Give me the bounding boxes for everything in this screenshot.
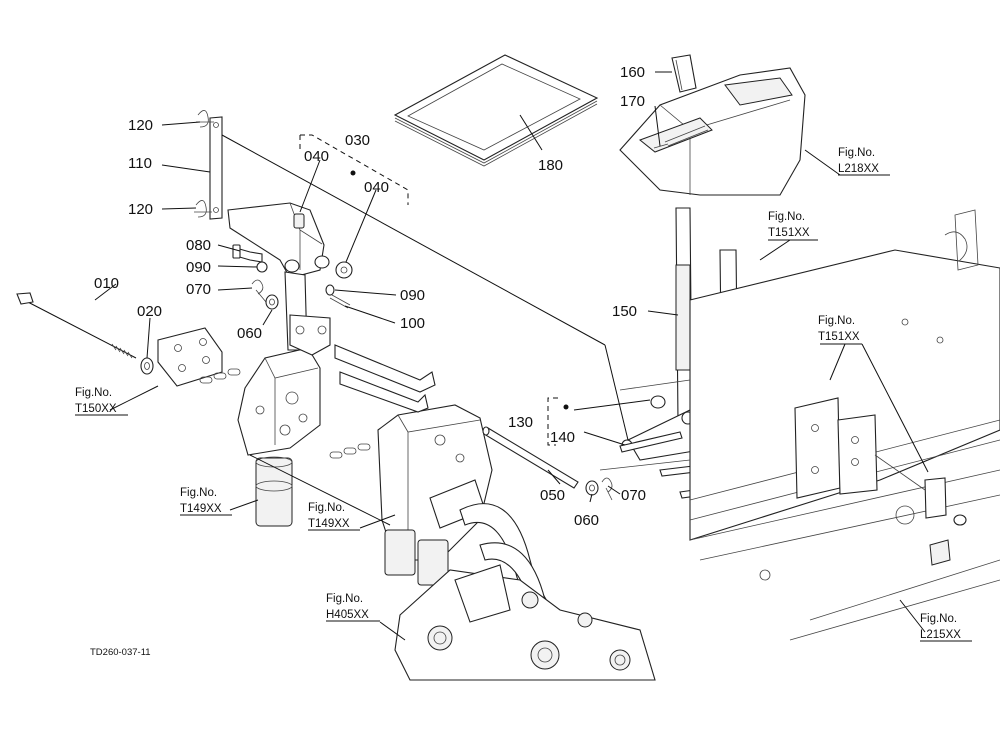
fig-ref-h405: Fig.No. H405XX: [326, 593, 380, 622]
svg-text:Fig.No.: Fig.No.: [326, 593, 363, 605]
svg-text:Fig.No.: Fig.No.: [308, 502, 345, 514]
svg-text:T149XX: T149XX: [308, 518, 350, 530]
fig-ref-t151-b: Fig.No. T151XX: [818, 315, 860, 343]
svg-text:T151XX: T151XX: [818, 331, 860, 343]
callout-060-b: 060: [574, 512, 599, 529]
bushings-040: [335, 261, 353, 279]
fig-ref-t149-b: Fig.No. T149XX: [308, 502, 360, 531]
callout-130: 130: [508, 414, 533, 431]
operators-manual-180: [393, 54, 599, 167]
callout-070-a: 070: [186, 281, 211, 298]
callout-090-a: 090: [186, 259, 211, 276]
callout-150: 150: [612, 303, 637, 320]
clips-120: [194, 110, 214, 218]
callout-090-b: 090: [400, 287, 425, 304]
group-bracket-130: [547, 397, 558, 446]
group-dot-030: [350, 170, 356, 176]
fig-ref-t151-a: Fig.No. T151XX: [768, 211, 818, 241]
washer-020: [140, 357, 154, 375]
lever-guide-panel-l218: [619, 67, 806, 196]
svg-text:Fig.No.: Fig.No.: [75, 387, 112, 399]
callout-110: 110: [128, 155, 152, 172]
washer-060-left: [265, 294, 279, 310]
cover-plate-t150: [157, 327, 223, 387]
drawing-code: TD260-037-11: [90, 647, 151, 658]
clip-070-left: [251, 279, 267, 303]
gear-indicator-170: [653, 143, 669, 149]
bracket-t151: [794, 397, 967, 526]
group-bracket-030: [299, 134, 409, 205]
frame-l215: [599, 209, 1000, 641]
svg-text:H405XX: H405XX: [326, 609, 369, 621]
svg-text:T150XX: T150XX: [75, 403, 117, 415]
lever-arm-030: [227, 202, 331, 356]
bolt-080: [232, 244, 263, 263]
long-bolt-010: [16, 292, 137, 359]
callout-050: 050: [540, 487, 565, 504]
callout-170: 170: [620, 93, 645, 110]
group-dot-130: [563, 404, 569, 410]
callout-020: 020: [137, 303, 162, 320]
callout-070-b: 070: [621, 487, 646, 504]
connecting-rod-100-link: [334, 344, 436, 413]
o-rings: [199, 368, 371, 459]
svg-text:T151XX: T151XX: [768, 227, 810, 239]
fig-ref-t149-a: Fig.No. T149XX: [180, 487, 232, 516]
link-rod-110: [209, 116, 223, 220]
leader-lines: [94, 71, 929, 641]
pin-100: [329, 294, 351, 309]
figure-references: Fig.No. T150XX Fig.No. T149XX Fig.No. T1…: [75, 147, 972, 642]
svg-text:Fig.No.: Fig.No.: [920, 613, 957, 625]
callout-060-a: 060: [237, 325, 262, 342]
valve-body-left: [237, 347, 321, 527]
callout-160: 160: [620, 64, 645, 81]
fig-ref-l215: Fig.No. L215XX: [920, 613, 972, 642]
control-valve-housing-h405: [394, 564, 656, 681]
callout-180: 180: [538, 157, 563, 174]
callout-100: 100: [400, 315, 425, 332]
callout-030: 030: [345, 132, 370, 149]
callout-labels: 010 020 030 040 040 050 060 060 070 070 …: [94, 64, 646, 529]
svg-text:Fig.No.: Fig.No.: [838, 147, 875, 159]
callout-080: 080: [186, 237, 211, 254]
fig-ref-t150: Fig.No. T150XX: [75, 387, 128, 416]
clip-070-right: [601, 477, 613, 501]
callout-120-a: 120: [128, 117, 153, 134]
svg-text:Fig.No.: Fig.No.: [818, 315, 855, 327]
callout-120-b: 120: [128, 201, 153, 218]
svg-text:Fig.No.: Fig.No.: [768, 211, 805, 223]
callout-010: 010: [94, 275, 119, 292]
valve-body-middle: [377, 404, 493, 586]
callout-040-b: 040: [364, 179, 389, 196]
svg-text:T149XX: T149XX: [180, 503, 222, 515]
svg-text:Fig.No.: Fig.No.: [180, 487, 217, 499]
fig-ref-l218: Fig.No. L218XX: [838, 147, 890, 176]
svg-text:L215XX: L215XX: [920, 629, 961, 641]
shaft-050: [482, 426, 579, 489]
callout-140: 140: [550, 429, 575, 446]
callout-040-a: 040: [304, 148, 329, 165]
lever-knob-160: [671, 54, 697, 93]
svg-text:L218XX: L218XX: [838, 163, 879, 175]
washer-060-right: [585, 480, 599, 496]
